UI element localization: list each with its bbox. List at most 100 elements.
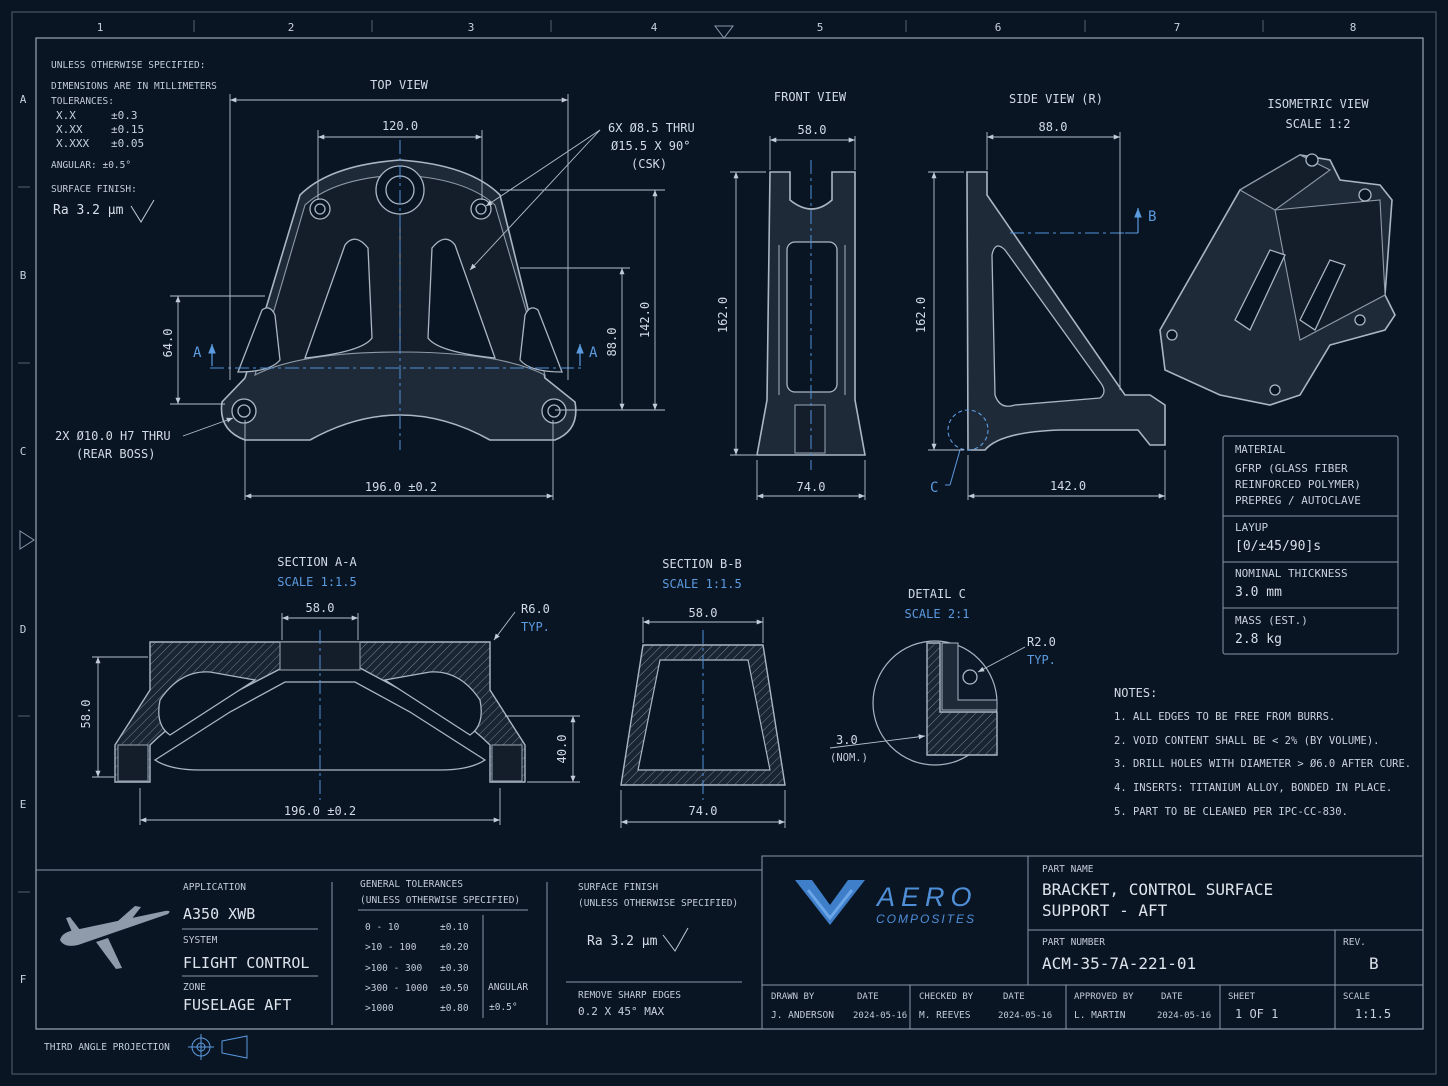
material-line3: PREPREG / AUTOCLAVE — [1235, 494, 1361, 507]
angular-value: ±0.5° — [489, 1002, 518, 1013]
sharp-edges-label: REMOVE SHARP EDGES — [578, 990, 681, 1001]
title-block: APPLICATION A350 XWB SYSTEM FLIGHT CONTR… — [36, 855, 1424, 1030]
top-view-title: TOP VIEW — [370, 78, 429, 92]
row-labels: A B C D E F — [20, 93, 27, 986]
aa-dim-58: 58.0 — [306, 601, 335, 615]
system-value: FLIGHT CONTROL — [183, 954, 309, 972]
surface-finish-icon — [662, 927, 689, 952]
tol-key: X.XX — [56, 123, 83, 136]
part-name-label: PART NAME — [1042, 864, 1094, 875]
col-7: 7 — [1174, 21, 1181, 34]
checked-by-label: CHECKED BY — [919, 992, 974, 1002]
angular-label: ANGULAR — [488, 982, 528, 993]
surface-finish-sub: (UNLESS OTHERWISE SPECIFIED) — [578, 898, 738, 909]
sharp-edges-value: 0.2 X 45° MAX — [578, 1005, 664, 1018]
row-f: F — [20, 973, 27, 986]
detail-thickness-nom: (NOM.) — [830, 752, 868, 764]
aa-dim-40: 40.0 — [555, 735, 569, 764]
approved-by: L. MARTIN — [1074, 1010, 1126, 1021]
tol-range: >1000 — [365, 1003, 394, 1014]
drawn-by-label: DRAWN BY — [771, 992, 815, 1002]
application-value: A350 XWB — [183, 905, 255, 923]
detail-thickness: 3.0 — [836, 733, 858, 747]
date-label: DATE — [1161, 992, 1183, 1002]
notes-title: NOTES: — [1114, 686, 1157, 700]
gen-tol-sub: (UNLESS OTHERWISE SPECIFIED) — [360, 895, 520, 906]
front-view-title: FRONT VIEW — [774, 90, 847, 104]
date-value: 2024-05-16 — [998, 1011, 1052, 1021]
thickness-value: 3.0 mm — [1235, 585, 1282, 600]
material-line1: GFRP (GLASS FIBER — [1235, 462, 1348, 475]
note-item: 5. PART TO BE CLEANED PER IPC-CC-830. — [1114, 806, 1348, 818]
zone-value: FUSELAGE AFT — [183, 996, 291, 1014]
tol-range: 0 - 10 — [365, 922, 400, 933]
mass-label: MASS (EST.) — [1235, 614, 1308, 627]
logo-composites: COMPOSITES — [876, 912, 976, 926]
notes-line2: DIMENSIONS ARE IN MILLIMETERS — [51, 81, 217, 92]
projection-label: THIRD ANGLE PROJECTION — [44, 1042, 170, 1053]
boss-note-line1: 2X Ø10.0 H7 THRU — [55, 429, 171, 443]
tol-range: >100 - 300 — [365, 963, 422, 974]
surface-label: SURFACE FINISH: — [51, 184, 137, 195]
part-number: ACM-35-7A-221-01 — [1042, 954, 1196, 973]
col-2: 2 — [288, 21, 295, 34]
side-dim-162: 162.0 — [914, 297, 928, 333]
tol-key: X.XXX — [56, 137, 89, 150]
sheet-value: 1 OF 1 — [1235, 1007, 1278, 1021]
section-aa-title: SECTION A-A — [277, 555, 357, 569]
part-name-line2: SUPPORT - AFT — [1042, 901, 1168, 920]
tol-value: ±0.15 — [111, 123, 144, 136]
section-a-left: A — [193, 345, 202, 361]
tol-value: ±0.30 — [440, 963, 469, 974]
section-a-right: A — [589, 345, 598, 361]
col-1: 1 — [97, 21, 104, 34]
dim-142: 142.0 — [638, 302, 652, 338]
section-aa-scale: SCALE 1:1.5 — [277, 575, 356, 589]
side-dim-142: 142.0 — [1050, 479, 1086, 493]
col-4: 4 — [651, 21, 658, 34]
col-5: 5 — [817, 21, 824, 34]
tol-value: ±0.10 — [440, 922, 469, 933]
surface-finish-value: Ra 3.2 µm — [587, 934, 658, 949]
part-number-label: PART NUMBER — [1042, 937, 1105, 948]
aero-logo: AERO COMPOSITES — [795, 880, 978, 926]
notes: NOTES: 1. ALL EDGES TO BE FREE FROM BURR… — [1114, 686, 1411, 818]
row-d: D — [20, 623, 27, 636]
dim-88: 88.0 — [605, 328, 619, 357]
isometric-view: ISOMETRIC VIEW SCALE 1:2 — [1159, 97, 1396, 406]
bb-dim-58: 58.0 — [689, 606, 718, 620]
general-notes: UNLESS OTHERWISE SPECIFIED: DIMENSIONS A… — [51, 60, 217, 223]
front-dim-162: 162.0 — [716, 297, 730, 333]
row-e: E — [20, 798, 27, 811]
front-view: FRONT VIEW 58.0 74.0 162.0 — [716, 90, 866, 500]
side-view: SIDE VIEW (R) B C 88.0 142.0 162.0 — [914, 92, 1166, 500]
date-value: 2024-05-16 — [1157, 1011, 1211, 1021]
material-label: MATERIAL — [1235, 444, 1286, 456]
surface-finish-icon — [130, 199, 155, 223]
dim-196: 196.0 ±0.2 — [365, 480, 437, 494]
section-bb: SECTION B-B SCALE 1:1.5 58.0 74.0 — [620, 557, 786, 828]
aa-radius-typ: TYP. — [521, 620, 550, 634]
row-b: B — [20, 269, 27, 282]
hole-note-line3: (CSK) — [631, 157, 667, 171]
front-dim-58: 58.0 — [798, 123, 827, 137]
surface-finish-label: SURFACE FINISH — [578, 882, 658, 893]
aa-dim-58-height: 58.0 — [79, 700, 93, 729]
aa-radius: R6.0 — [521, 602, 550, 616]
material-line2: REINFORCED POLYMER) — [1235, 478, 1361, 491]
col-6: 6 — [995, 21, 1002, 34]
tol-value: ±0.50 — [440, 983, 469, 994]
boss-note-line2: (REAR BOSS) — [76, 447, 155, 461]
layup-value: [0/±45/90]s — [1235, 539, 1321, 554]
iso-title: ISOMETRIC VIEW — [1267, 97, 1369, 111]
front-dim-74: 74.0 — [797, 480, 826, 494]
hole-note-line1: 6X Ø8.5 THRU — [608, 121, 695, 135]
detail-radius-typ: TYP. — [1027, 653, 1056, 667]
bb-dim-74: 74.0 — [689, 804, 718, 818]
section-bb-scale: SCALE 1:1.5 — [662, 577, 741, 591]
surface-value: Ra 3.2 µm — [53, 203, 124, 218]
section-bb-title: SECTION B-B — [662, 557, 741, 571]
logo-aero: AERO — [875, 882, 978, 912]
layup-label: LAYUP — [1235, 521, 1268, 534]
note-item: 3. DRILL HOLES WITH DIAMETER > Ø6.0 AFTE… — [1114, 758, 1411, 770]
